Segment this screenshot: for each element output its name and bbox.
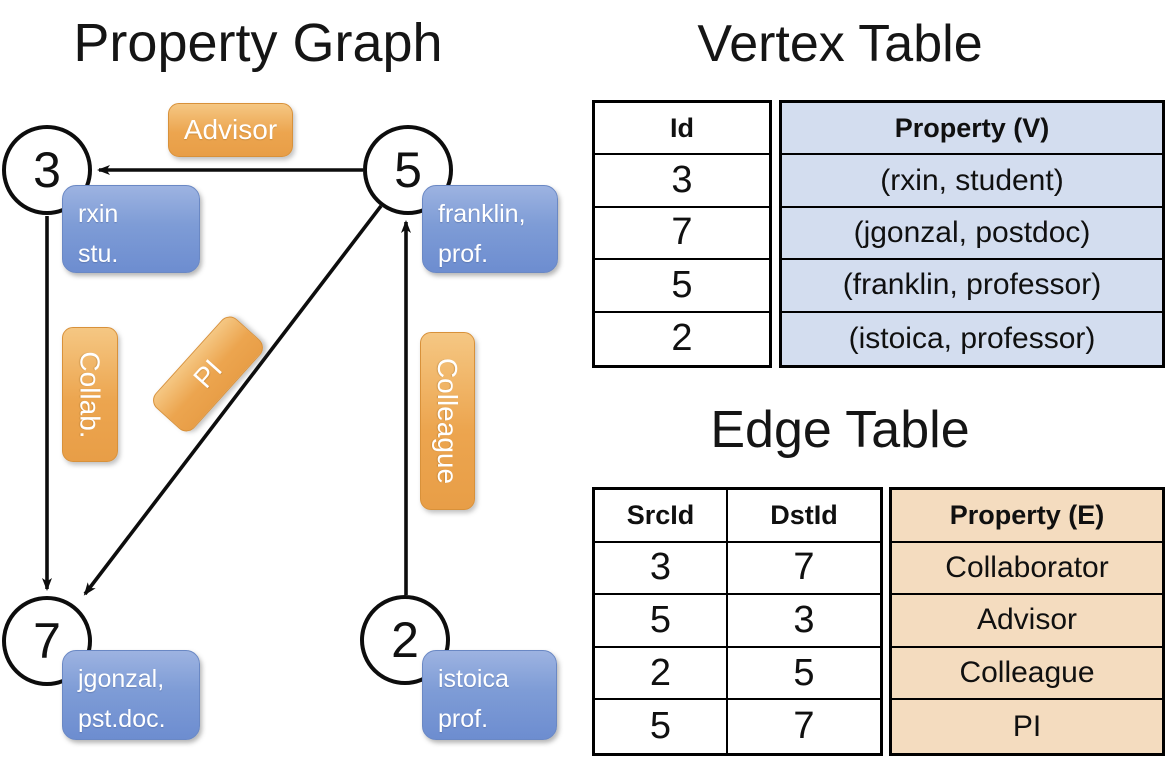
vertex-table-id-cell: 3 bbox=[595, 155, 769, 208]
vertex-property-line1: franklin, bbox=[438, 200, 526, 228]
vertex-table-id-column: Id 3 7 5 2 bbox=[592, 100, 772, 368]
vertex-table-property-column: Property (V) (rxin, student) (jgonzal, p… bbox=[779, 100, 1165, 368]
edge-table-srcid-cell: 5 bbox=[595, 595, 728, 648]
vertex-node-5-id: 5 bbox=[394, 142, 422, 198]
vertex-node-3-id: 3 bbox=[33, 142, 61, 198]
vertex-property-box-jgonzal: jgonzal, pst.doc. bbox=[62, 650, 200, 740]
edge-label-pi: PI bbox=[148, 312, 268, 436]
edge-table-srcid-cell: 5 bbox=[595, 700, 728, 753]
edge-table-property-cell: Advisor bbox=[892, 595, 1162, 648]
edge-table-title: Edge Table bbox=[710, 401, 970, 459]
edge-table-dstid-header: DstId bbox=[728, 490, 880, 543]
edge-label-text: Advisor bbox=[183, 114, 278, 145]
edge-label-collab: Collab. bbox=[62, 327, 118, 462]
edge-table-dstid-cell: 7 bbox=[793, 705, 815, 748]
vertex-table-property-cell: (franklin, professor) bbox=[782, 260, 1162, 313]
vertex-property-box-istoica: istoica prof. bbox=[422, 650, 557, 740]
vertex-node-5: 5 bbox=[363, 125, 453, 215]
vertex-table-property-cell: (istoica, professor) bbox=[848, 321, 1096, 355]
edge-label-text: PI bbox=[187, 353, 229, 394]
vertex-table-id-cell: 7 bbox=[595, 208, 769, 261]
vertex-node-3: 3 bbox=[2, 125, 92, 215]
edge-table-srcid-cell: 2 bbox=[595, 647, 728, 701]
vertex-property-line1: rxin bbox=[78, 200, 119, 228]
vertex-property-line2: prof. bbox=[438, 240, 489, 268]
vertex-property-line1: istoica bbox=[438, 665, 509, 693]
edge-label-colleague: Colleague bbox=[420, 332, 475, 510]
edge-table-src-dst-columns: SrcId DstId 3 7 5 3 2 5 5 7 bbox=[592, 487, 883, 756]
edge-label-text: Collab. bbox=[75, 350, 107, 439]
edge-table-property-cell: PI bbox=[1012, 709, 1042, 743]
vertex-property-box-franklin: franklin, prof. bbox=[422, 185, 558, 273]
edge-table-srcid-cell: 3 bbox=[595, 542, 728, 596]
vertex-table-id-header: Id bbox=[595, 103, 769, 156]
edge-label-advisor: Advisor bbox=[168, 103, 293, 157]
vertex-property-box-rxin: rxin stu. bbox=[62, 185, 200, 273]
vertex-node-2-id: 2 bbox=[391, 612, 419, 668]
vertex-table-id-cell: 2 bbox=[671, 317, 693, 360]
edge-table-property-cell: Colleague bbox=[892, 648, 1162, 701]
vertex-node-7-id: 7 bbox=[33, 613, 61, 669]
edge-table-srcid-header: SrcId bbox=[595, 490, 728, 543]
vertex-table-property-cell: (jgonzal, postdoc) bbox=[782, 208, 1162, 261]
vertex-table-property-header: Property (V) bbox=[782, 103, 1162, 156]
vertex-property-line2: pst.doc. bbox=[78, 705, 166, 733]
vertex-table-property-cell: (rxin, student) bbox=[782, 155, 1162, 208]
edge-table-property-cell: Collaborator bbox=[892, 543, 1162, 596]
vertex-table-title: Vertex Table bbox=[697, 15, 983, 73]
vertex-property-line2: prof. bbox=[438, 705, 489, 733]
vertex-property-line1: jgonzal, bbox=[78, 665, 165, 693]
edge-label-text: Colleague bbox=[432, 357, 464, 485]
edge-table-property-header: Property (E) bbox=[892, 490, 1162, 543]
property-graph-title: Property Graph bbox=[73, 13, 443, 73]
edge-table-dstid-cell: 5 bbox=[728, 648, 880, 701]
vertex-table-id-cell: 5 bbox=[595, 260, 769, 313]
vertex-property-line2: stu. bbox=[78, 240, 119, 268]
edge-table-property-column: Property (E) Collaborator Advisor Collea… bbox=[889, 487, 1165, 756]
edge-table-dstid-cell: 7 bbox=[728, 543, 880, 596]
edge-table-dstid-cell: 3 bbox=[728, 595, 880, 648]
